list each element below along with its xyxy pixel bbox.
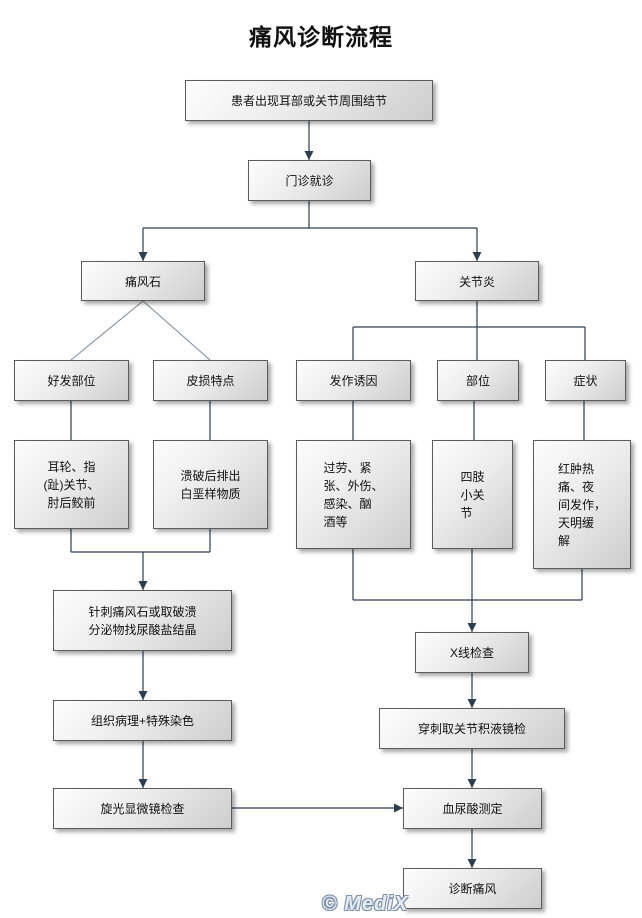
text-line: 间发作， [557, 497, 606, 512]
tophus-site-label: 好发部位 [47, 374, 96, 388]
tophus-lesion-detail-text: 溃破后排出 白垩样物质 [180, 467, 240, 503]
needle-tophus-node: 针刺痛风石或取破溃 分泌物找尿酸盐结晶 [53, 590, 232, 651]
connector-tophus-merge [70, 529, 211, 553]
connector-tophus-to-site [70, 300, 144, 361]
arthritis-trigger-node: 发作诱因 [296, 360, 411, 401]
polarized-microscopy-node: 旋光显微镜检查 [53, 788, 232, 829]
text-line: 小关 [460, 487, 485, 502]
arthritis-symptom-node: 症状 [545, 360, 626, 401]
text-line: 节 [460, 505, 473, 520]
text-line: 溃破后排出 [180, 468, 241, 483]
site-detail-text: 四肢 小关 节 [460, 468, 484, 522]
text-line: 白垩样物质 [180, 486, 241, 501]
arthritis-site-node: 部位 [437, 360, 519, 401]
arthritis-node-label: 关节炎 [458, 274, 495, 289]
tophus-lesion-node: 皮损特点 [153, 360, 268, 401]
joint-aspiration-label: 穿刺取关节积液镜检 [417, 722, 526, 736]
tophus-lesion-detail-node: 溃破后排出 白垩样物质 [153, 440, 268, 529]
tophus-lesion-label: 皮损特点 [186, 374, 235, 388]
symptom-detail-text: 红肿热 痛、夜 间发作， 天明缓 解 [558, 460, 606, 550]
start-node-label: 患者出现耳部或关节周围结节 [230, 94, 387, 108]
text-line: 四肢 [460, 469, 485, 484]
symptom-detail-node: 红肿热 痛、夜 间发作， 天明缓 解 [533, 440, 631, 569]
text-line: 天明缓 [557, 515, 594, 530]
connector-tophus-to-lesion [142, 300, 211, 361]
xray-label: X线检查 [449, 646, 494, 660]
text-line: 过劳、紧 [323, 460, 372, 475]
arthritis-symptom-label: 症状 [573, 374, 598, 388]
diagnosis-label: 诊断痛风 [448, 882, 497, 896]
text-line: 感染、酗 [323, 496, 372, 511]
arthritis-node: 关节炎 [415, 261, 539, 301]
text-line: 痛、夜 [557, 479, 594, 494]
clinic-node: 门诊就诊 [248, 160, 371, 201]
text-line: 酒等 [323, 514, 348, 529]
tophus-node-label: 痛风石 [124, 274, 161, 289]
watermark-logo: © MediX [322, 893, 409, 915]
text-line: 张、外伤、 [323, 478, 384, 493]
text-line: (趾)关节、 [43, 477, 100, 492]
histopathology-node: 组织病理+特殊染色 [53, 700, 232, 741]
site-detail-node: 四肢 小关 节 [432, 440, 513, 549]
tophus-node: 痛风石 [81, 261, 205, 301]
arthritis-site-label: 部位 [465, 374, 490, 388]
text-line: 解 [557, 533, 570, 548]
tophus-site-detail-node: 耳轮、指 (趾)关节、 肘后鲛前 [14, 440, 129, 529]
clinic-node-label: 门诊就诊 [285, 174, 334, 188]
histopathology-label: 组织病理+特殊染色 [90, 714, 194, 728]
polarized-microscopy-label: 旋光显微镜检查 [100, 802, 185, 816]
tophus-site-detail-text: 耳轮、指 (趾)关节、 肘后鲛前 [44, 458, 100, 512]
text-line: 针刺痛风石或取破溃 [88, 604, 197, 619]
text-line: 红肿热 [557, 461, 594, 476]
needle-tophus-text: 针刺痛风石或取破溃 分泌物找尿酸盐结晶 [88, 603, 196, 639]
diagnosis-node: 诊断痛风 [403, 868, 542, 909]
connector-arthritis-merge [352, 549, 583, 601]
serum-uric-acid-node: 血尿酸测定 [403, 788, 542, 829]
tophus-site-node: 好发部位 [14, 360, 129, 401]
text-line: 耳轮、指 [47, 459, 96, 474]
connector-category-to-detail [70, 401, 585, 440]
page-title: 痛风诊断流程 [249, 24, 393, 50]
start-node: 患者出现耳部或关节周围结节 [185, 80, 433, 121]
arthritis-trigger-label: 发作诱因 [329, 374, 378, 388]
trigger-detail-text: 过劳、紧 张、外伤、 感染、酗 酒等 [323, 459, 383, 531]
joint-aspiration-node: 穿刺取关节积液镜检 [379, 708, 565, 749]
connector-clinic-split [143, 201, 477, 229]
serum-uric-acid-label: 血尿酸测定 [442, 802, 503, 816]
text-line: 分泌物找尿酸盐结晶 [88, 622, 197, 637]
text-line: 肘后鲛前 [47, 495, 96, 510]
trigger-detail-node: 过劳、紧 张、外伤、 感染、酗 酒等 [296, 440, 411, 549]
xray-node: X线检查 [415, 632, 529, 673]
connector-arthritis-branches [352, 301, 586, 360]
